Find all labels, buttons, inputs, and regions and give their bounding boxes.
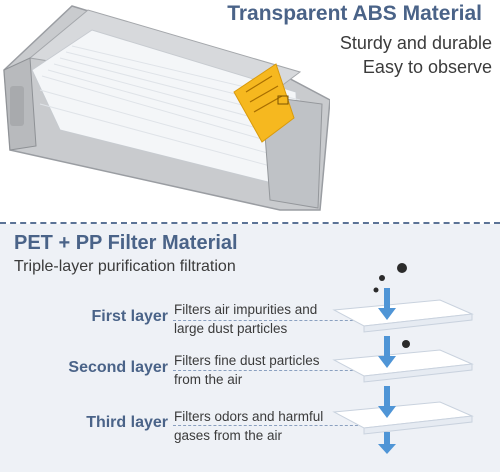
- down-arrow-icon: [378, 386, 396, 418]
- leader-line-first: [173, 320, 363, 321]
- layer-name-first: First layer: [91, 308, 168, 325]
- filter-layers-diagram: [320, 254, 490, 454]
- layer-name-third: Third layer: [86, 414, 168, 431]
- material-headline: Transparent ABS Material: [227, 2, 482, 25]
- section-subtitle: Triple-layer purification filtration: [14, 258, 236, 275]
- bottom-panel: [0, 224, 500, 472]
- layer-desc-third-line2: gases from the air: [174, 428, 283, 443]
- section-divider: [0, 222, 500, 224]
- section-title: PET + PP Filter Material: [14, 232, 238, 254]
- leader-line-third: [173, 425, 363, 426]
- layer-desc-first: Filters air impurities and large dust pa…: [174, 300, 344, 338]
- layer-desc-second-line2: from the air: [174, 372, 243, 387]
- large-particle-icon: [397, 263, 407, 273]
- down-arrow-icon: [378, 288, 396, 320]
- layer-desc-second-line1: Filters fine dust particles: [174, 353, 320, 368]
- layer-desc-second: Filters fine dust particles from the air: [174, 351, 344, 389]
- small-particle-icon: [402, 340, 410, 348]
- filter-product-image: [0, 0, 330, 222]
- small-particle-icon: [373, 287, 379, 293]
- layer-desc-first-line2: large dust particles: [174, 321, 288, 336]
- layer-desc-first-line1: Filters air impurities and: [174, 302, 318, 317]
- down-arrow-icon: [378, 336, 396, 368]
- layer-desc-third-line1: Filters odors and harmful: [174, 409, 324, 424]
- layer-desc-third: Filters odors and harmful gases from the…: [174, 407, 344, 445]
- feature-observe: Easy to observe: [362, 57, 492, 77]
- large-particle-icon: [379, 275, 385, 281]
- layer-name-second: Second layer: [68, 359, 168, 376]
- feature-sturdy: Sturdy and durable: [339, 33, 492, 53]
- leader-line-second: [173, 370, 363, 371]
- down-arrow-icon: [378, 432, 396, 454]
